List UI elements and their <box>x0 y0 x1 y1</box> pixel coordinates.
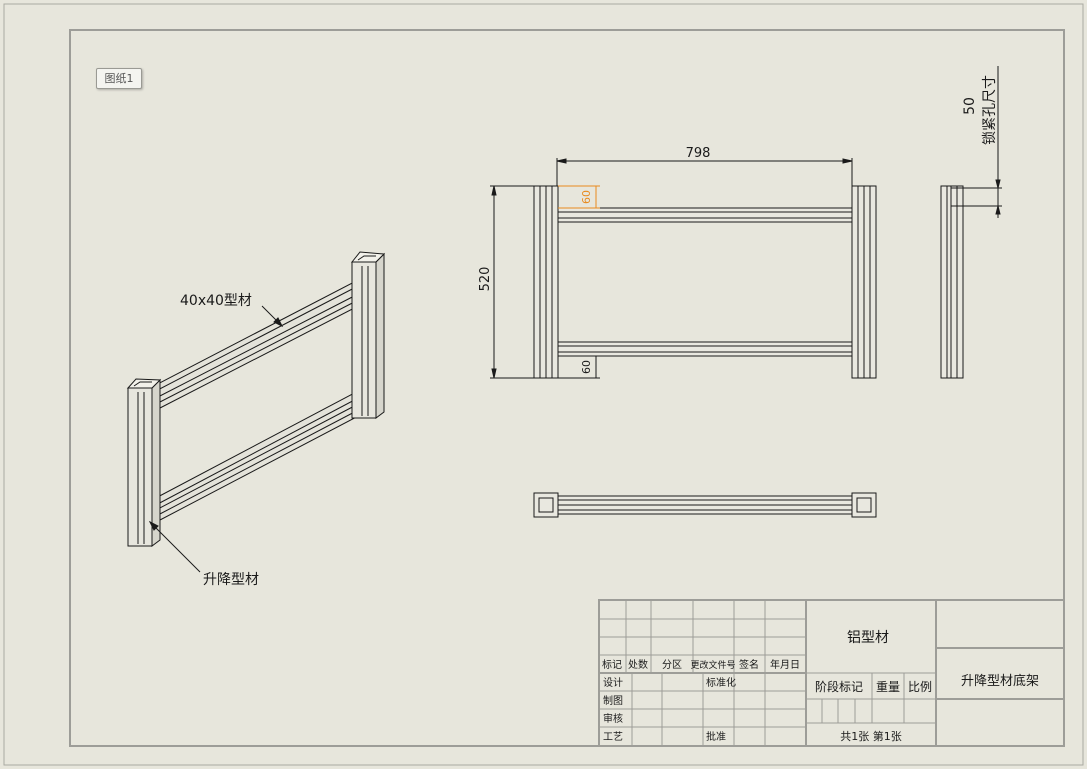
tb-weight: 重量 <box>876 680 900 694</box>
leader-lift-profile <box>148 520 201 573</box>
tb-drawing-name: 升降型材底架 <box>961 673 1039 689</box>
tb-header-date: 年月日 <box>770 658 800 671</box>
dimension-height[interactable] <box>490 185 534 379</box>
label-40x40-profile: 40x40型材 <box>180 293 252 309</box>
tb-scale: 比例 <box>908 680 932 694</box>
tb-role-process: 工艺 <box>603 731 623 743</box>
tb-role-review: 审核 <box>603 712 623 725</box>
tb-role-drafting: 制图 <box>603 694 623 707</box>
title-block <box>598 599 1065 747</box>
tb-approval: 批准 <box>706 730 726 743</box>
tb-header-mark: 标记 <box>602 659 622 671</box>
label-lift-profile: 升降型材 <box>203 572 259 588</box>
side-view[interactable] <box>940 185 964 379</box>
dimension-bottom-offset-value: 60 <box>580 360 593 374</box>
tb-material: 铝型材 <box>847 630 889 646</box>
tb-standardization: 标准化 <box>706 676 736 689</box>
dimension-width-value: 798 <box>686 146 711 161</box>
front-view[interactable] <box>533 185 877 379</box>
iso-front-post <box>126 378 162 547</box>
dimension-lock-hole-label: 锁紧孔尺寸 <box>982 75 998 145</box>
dimension-lock-hole-value: 50 <box>962 97 978 115</box>
tb-sheet-count: 共1张 第1张 <box>840 729 902 743</box>
tb-stage-mark: 阶段标记 <box>815 679 863 694</box>
tb-role-design: 设计 <box>603 676 623 689</box>
tb-header-zone: 分区 <box>662 659 682 671</box>
top-view[interactable] <box>533 492 877 518</box>
dimension-top-offset[interactable] <box>558 185 600 209</box>
tb-header-count: 处数 <box>628 658 648 671</box>
dimension-bottom-offset[interactable] <box>558 355 600 379</box>
dimension-height-value: 520 <box>478 267 493 292</box>
iso-bottom-rail <box>151 389 367 521</box>
tb-header-signature: 签名 <box>739 658 759 671</box>
leader-40x40 <box>261 305 284 328</box>
dimension-width[interactable] <box>556 158 853 186</box>
iso-back-post <box>350 251 386 419</box>
sheet-outer-border <box>3 3 1084 766</box>
sheet-inner-frame <box>69 29 1065 747</box>
isometric-view[interactable] <box>126 251 386 547</box>
tb-header-change-doc: 更改文件号 <box>690 659 735 671</box>
sheet-tab[interactable]: 图纸1 <box>96 68 142 89</box>
title-block-text: 标记 处数 分区 更改文件号 签名 年月日 设计 制图 审核 工艺 标准化 批准 <box>602 658 800 743</box>
dimension-top-offset-value: 60 <box>580 190 593 204</box>
dimension-lock-hole[interactable] <box>951 66 1002 218</box>
